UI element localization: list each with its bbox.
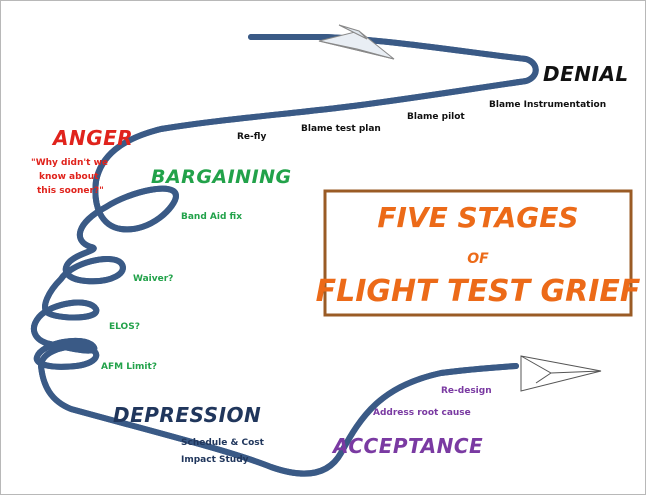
note-impact-study: Impact Study [181, 455, 249, 465]
flight-path [34, 34, 536, 474]
note-schedule-cost: Schedule & Cost [181, 438, 265, 448]
paper-airplane-icon [318, 24, 395, 60]
stage-anger: ANGER [51, 126, 133, 150]
note-afm-limit: AFM Limit? [101, 362, 157, 372]
note-blame-test-plan: Blame test plan [301, 124, 381, 134]
paper-airplane-outline-icon [520, 355, 602, 392]
note-anger-quote-1: "Why didn't we [31, 158, 108, 168]
stage-acceptance: ACCEPTANCE [331, 434, 483, 458]
note-elos: ELOS? [109, 322, 140, 332]
title-line-3: FLIGHT TEST GRIEF [316, 274, 641, 309]
title-line-2: OF [467, 251, 489, 267]
title-line-1: FIVE STAGES [377, 201, 578, 234]
note-redesign: Re-design [441, 386, 492, 396]
note-band-aid: Band Aid fix [181, 212, 242, 222]
note-anger-quote-2: know about [39, 172, 99, 182]
title-box: FIVE STAGES OF FLIGHT TEST GRIEF [316, 189, 641, 317]
stage-depression: DEPRESSION [113, 403, 261, 427]
stage-bargaining: BARGAINING [151, 166, 292, 188]
note-address-root: Address root cause [373, 408, 471, 418]
note-waiver: Waiver? [133, 274, 173, 284]
note-refly: Re-fly [237, 132, 266, 142]
note-blame-pilot: Blame pilot [407, 112, 465, 122]
note-blame-instrumentation: Blame Instrumentation [489, 100, 606, 110]
note-anger-quote-3: this sooner?" [37, 186, 104, 196]
stage-denial: DENIAL [543, 62, 629, 86]
